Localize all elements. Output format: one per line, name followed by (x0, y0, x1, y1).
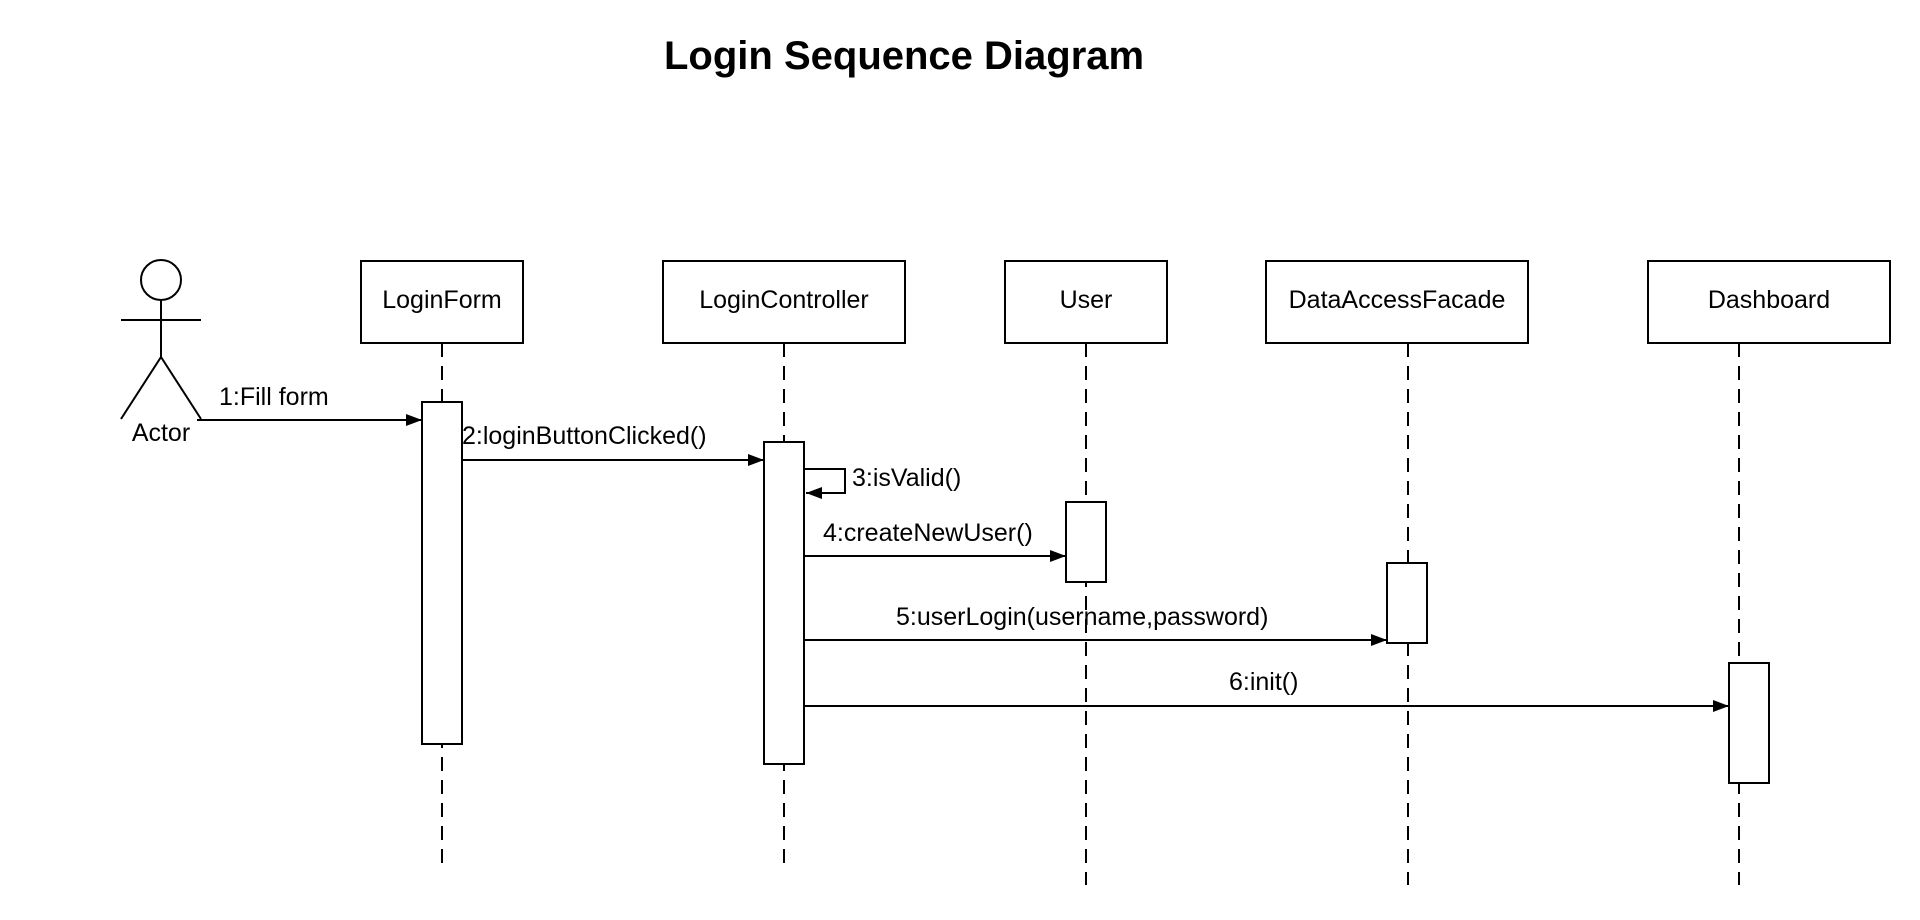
actor[interactable]: Actor (120, 259, 202, 447)
activations (421, 401, 1770, 784)
activation-user (1065, 501, 1107, 583)
message-2[interactable]: 2:loginButtonClicked() (462, 422, 764, 466)
message-label: 3:isValid() (852, 464, 961, 492)
participant-label: DataAccessFacade (1289, 286, 1506, 314)
message-3[interactable]: 3:isValid() (804, 464, 961, 499)
participant-dashboard[interactable]: Dashboard (1647, 260, 1891, 344)
message-4[interactable]: 4:createNewUser() (804, 519, 1066, 562)
participant-box (1647, 260, 1891, 344)
message-6[interactable]: 6:init() (804, 668, 1729, 712)
participant-box (360, 260, 524, 344)
participant-label: LoginForm (382, 286, 502, 314)
participant-box (1004, 260, 1168, 344)
participant-login-form[interactable]: LoginForm (360, 260, 524, 344)
message-label: 1:Fill form (219, 383, 329, 411)
actor-head (140, 259, 182, 301)
activation-data-access-facade (1386, 562, 1428, 644)
actor-label: Actor (132, 419, 190, 447)
message-label: 6:init() (1229, 668, 1298, 696)
participant-box (662, 260, 906, 344)
actor-left-leg (120, 356, 162, 420)
participant-box (1265, 260, 1529, 344)
message-label: 4:createNewUser() (823, 519, 1033, 547)
participant-label: LoginController (699, 286, 869, 314)
message-5[interactable]: 5:userLogin(username,password) (804, 603, 1387, 646)
activation-dashboard (1728, 662, 1770, 784)
participant-login-controller[interactable]: LoginController (662, 260, 906, 344)
message-arrow (804, 468, 846, 499)
message-1[interactable]: 1:Fill form (197, 383, 422, 426)
participant-label: User (1060, 286, 1113, 314)
participant-data-access-facade[interactable]: DataAccessFacade (1265, 260, 1529, 344)
message-label: 2:loginButtonClicked() (462, 422, 707, 450)
activation-login-controller (763, 441, 805, 765)
message-label: 5:userLogin(username,password) (896, 603, 1268, 631)
diagram-title: Login Sequence Diagram (664, 34, 1145, 78)
actor-right-leg (160, 356, 202, 420)
participant-label: Dashboard (1708, 286, 1830, 314)
participant-user[interactable]: User (1004, 260, 1168, 344)
activation-login-form (421, 401, 463, 745)
